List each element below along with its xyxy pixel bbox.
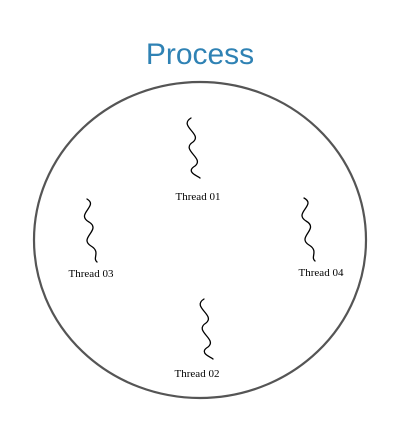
process-title: Process [146,38,254,71]
thread-03: Thread 03 [69,198,114,280]
thread-label: Thread 01 [176,191,221,203]
thread-label: Thread 02 [175,368,220,380]
thread-label: Thread 04 [299,267,344,279]
thread-02: Thread 02 [175,298,220,380]
thread-label: Thread 03 [69,268,114,280]
process-boundary [32,80,368,400]
thread-squiggle-icon [186,117,201,179]
thread-04: Thread 04 [299,197,344,279]
thread-squiggle-icon [199,298,214,360]
thread-01: Thread 01 [176,117,221,203]
thread-squiggle-icon [301,197,316,262]
thread-squiggle-icon [83,198,98,263]
